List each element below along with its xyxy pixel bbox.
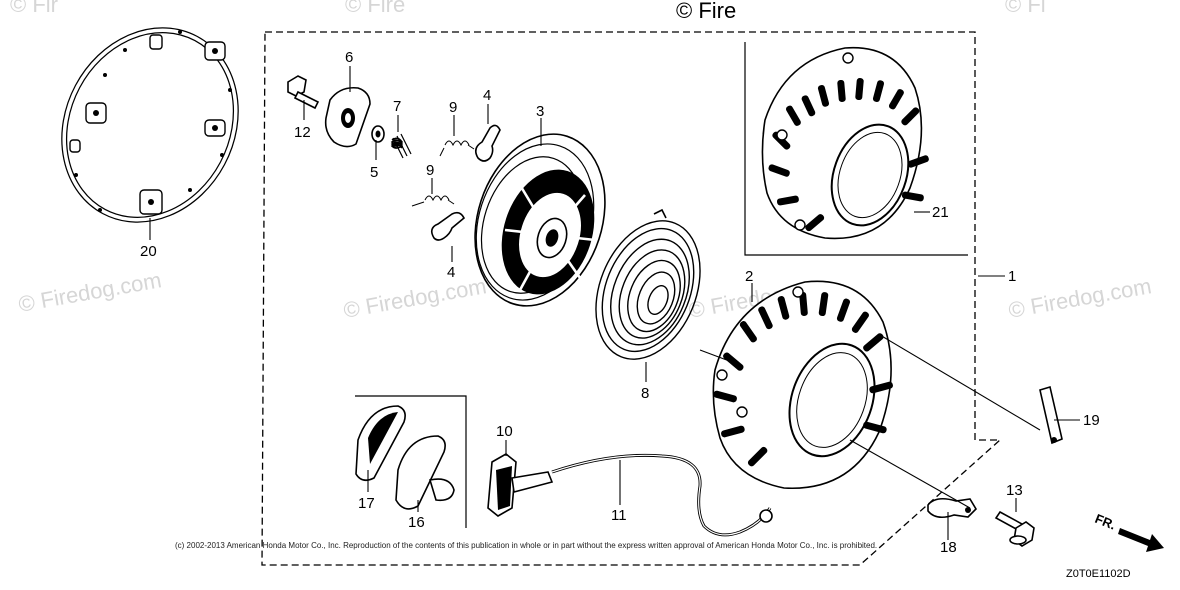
callout-4: 4	[447, 264, 455, 281]
watermark-fragment: © Fire	[345, 0, 405, 17]
assembly-boundary	[261, 31, 1002, 566]
callout-1: 1	[1008, 268, 1016, 285]
grip-part-10	[487, 453, 554, 517]
reel-part-3	[474, 133, 606, 307]
callout-3: 3	[536, 103, 544, 120]
callout-10: 10	[496, 423, 513, 440]
callout-7: 7	[393, 98, 401, 115]
callout-9: 9	[426, 162, 434, 179]
callout-19: 19	[1083, 412, 1100, 429]
watermark: © Firedog.com	[17, 267, 164, 317]
return-spring-part-9	[411, 195, 455, 207]
pawl-part-4	[430, 211, 465, 241]
callout-12: 12	[294, 124, 311, 141]
ratchet-part-6	[324, 86, 371, 148]
leader-lines	[149, 66, 1080, 540]
callout-21: 21	[932, 204, 949, 221]
front-direction-label: FR.	[1093, 511, 1118, 533]
callout-6: 6	[345, 49, 353, 66]
return-spring-part-9	[439, 140, 475, 157]
watermark-fragment-dark: © Fire	[676, 0, 736, 23]
starter-case-part-21	[761, 46, 929, 240]
front-direction-arrow: FR.	[1093, 511, 1164, 552]
grip-part-16	[395, 435, 446, 510]
watermark-fragment: © Fi	[1005, 0, 1046, 17]
flange-bolt-part-13	[994, 510, 1035, 547]
gasket-ring-part	[61, 27, 239, 223]
callout-13: 13	[1006, 482, 1023, 499]
recoil-spring-part-8	[595, 208, 701, 360]
callout-9: 9	[449, 99, 457, 116]
copyright-notice: (c) 2002-2013 American Honda Motor Co., …	[175, 541, 877, 550]
watermark-fragment: © Fir	[10, 0, 58, 17]
plate-part-18	[927, 497, 978, 519]
inset-box-21	[744, 42, 968, 256]
watermark: © Firedog.com	[1007, 273, 1154, 323]
pawl-part-4	[474, 124, 501, 162]
callout-18: 18	[940, 539, 957, 556]
spring-part-7	[390, 133, 412, 159]
starter-rope-part-11	[551, 453, 772, 537]
callout-2: 2	[745, 268, 753, 285]
callout-11: 11	[611, 507, 627, 524]
callout-20: 20	[140, 243, 157, 260]
diagram-code: Z0T0E1102D	[1066, 568, 1131, 580]
rope-guide-part-19	[1039, 385, 1063, 445]
callout-numbers: 1 2 3 4 4 5 6 7 8 9 9 10 11 12 13 16 17 …	[140, 49, 1100, 556]
callout-8: 8	[641, 385, 649, 402]
callout-4: 4	[483, 87, 491, 104]
inset-box-16-17	[355, 395, 467, 528]
callout-17: 17	[358, 495, 375, 512]
watermark: © Firedog.com	[342, 273, 489, 323]
starter-case-part-2	[712, 280, 893, 490]
callout-5: 5	[370, 164, 378, 181]
bolt-part-12	[287, 75, 320, 110]
callout-16: 16	[408, 514, 425, 531]
